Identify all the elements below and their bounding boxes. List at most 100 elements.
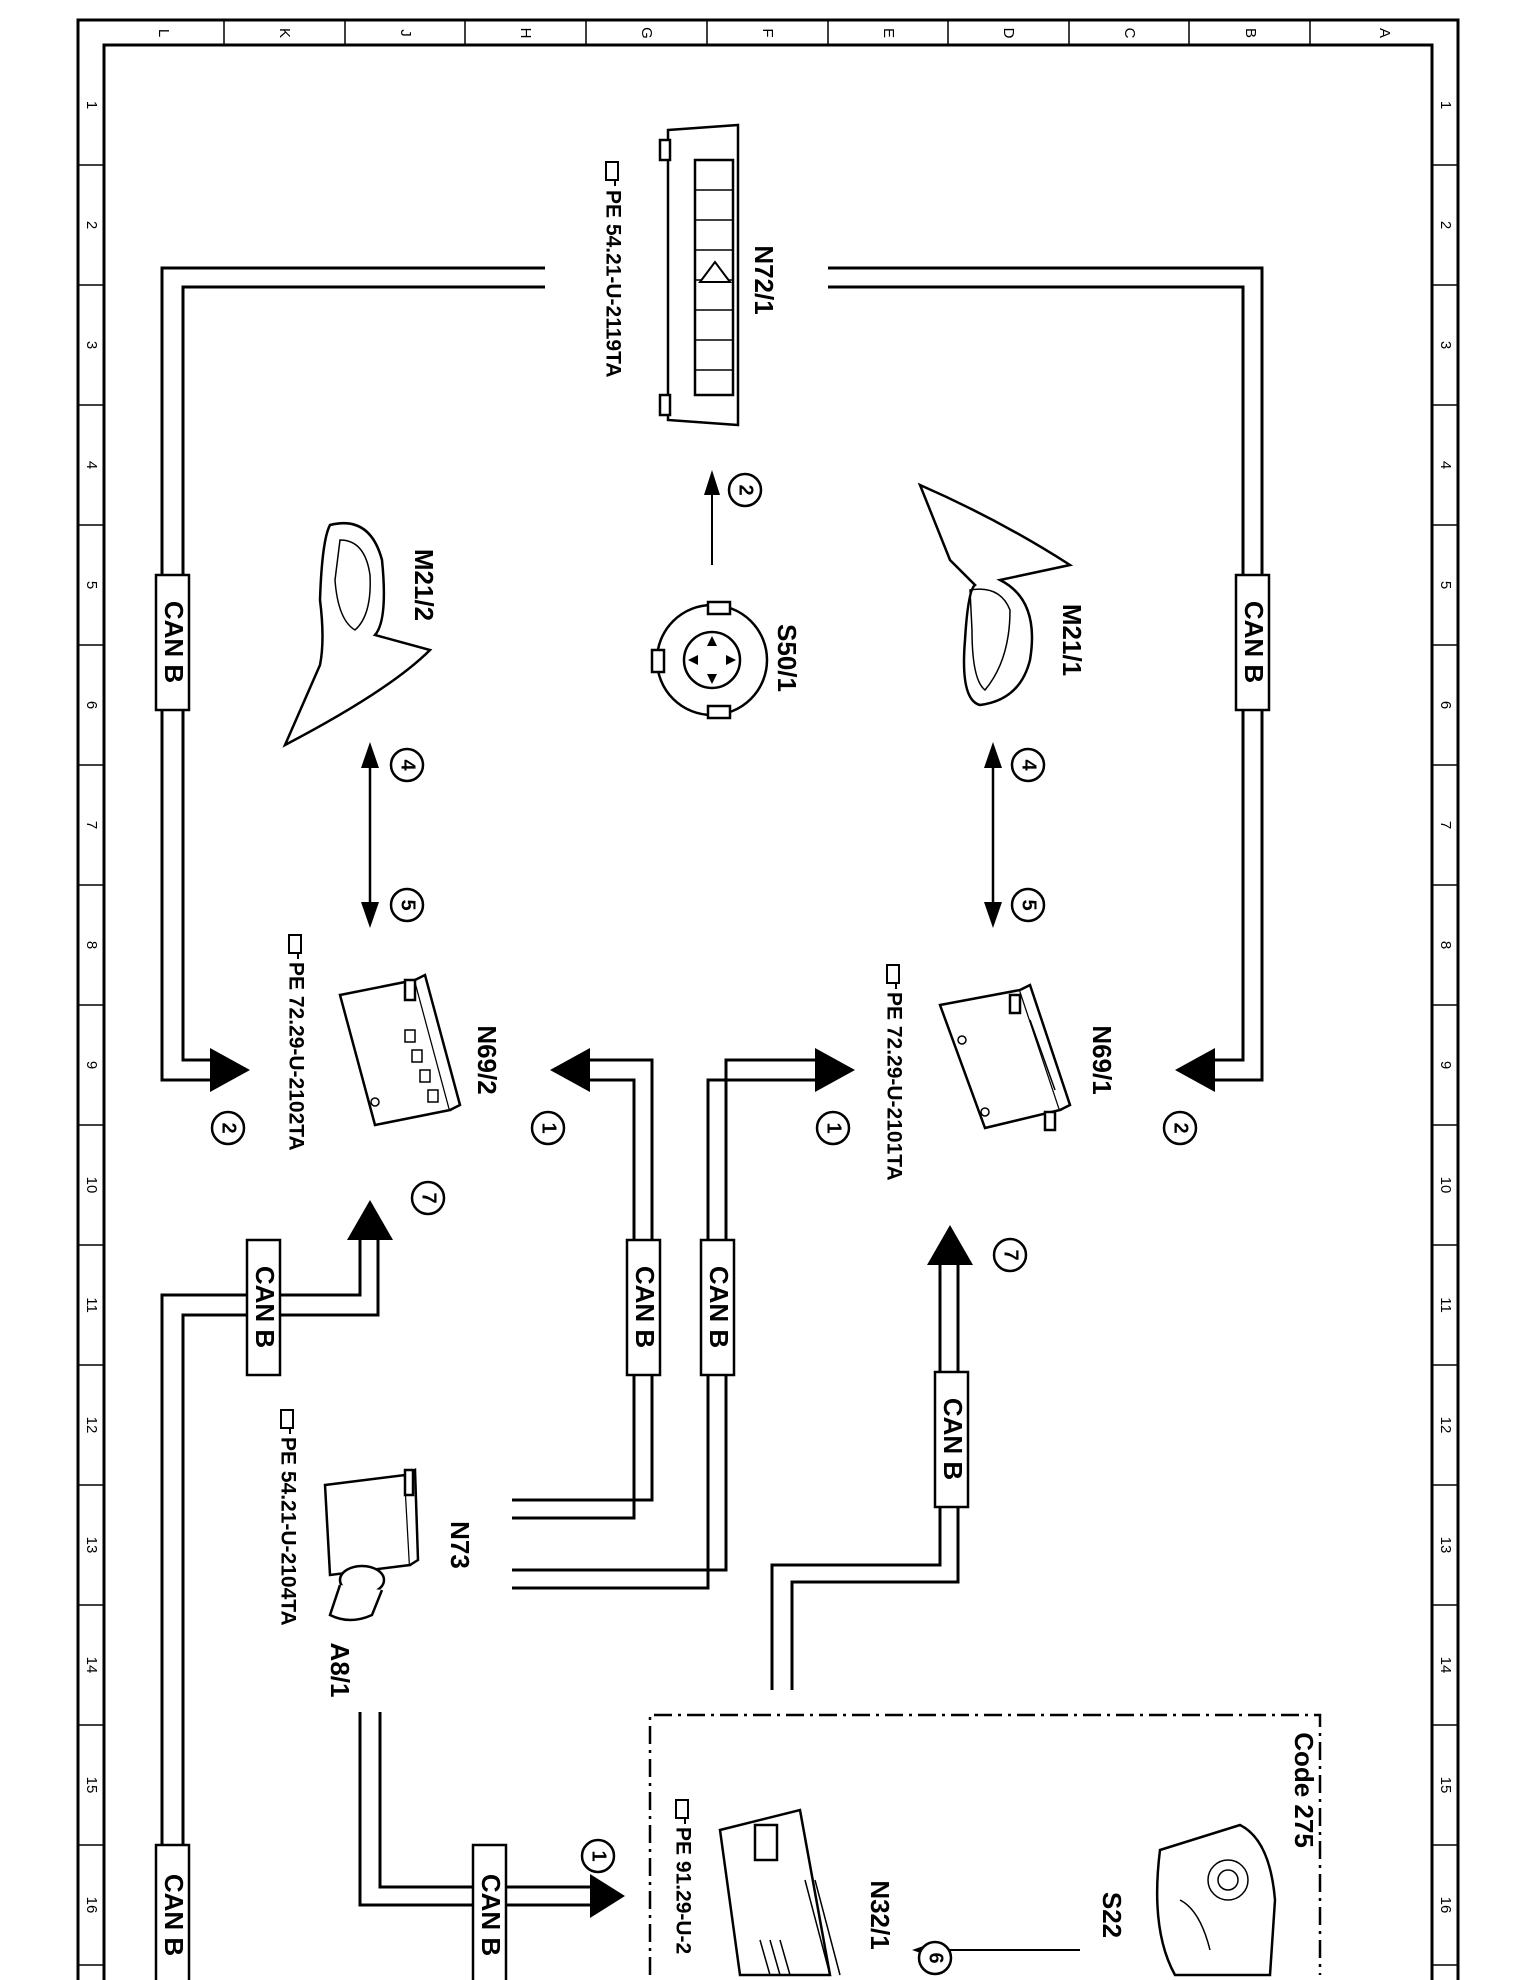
callout: 1 [530, 1110, 566, 1146]
can-label: CAN B [154, 1843, 191, 1980]
pointing-hand-icon [605, 161, 619, 186]
n69-2-module [338, 973, 462, 1127]
row-label-left: 15 [83, 1777, 100, 1794]
row-labels: 1 1 2 2 3 3 4 4 5 5 6 6 7 7 8 8 9 9 10 1… [83, 101, 1454, 1914]
ref-n69-2: PE 72.29-U-2102TA [284, 962, 307, 1151]
row-label-left: 6 [83, 701, 100, 709]
svg-text:5: 5 [1018, 899, 1040, 910]
arrow-icon [815, 1048, 855, 1092]
column-label: L [155, 29, 172, 37]
pointing-hand-icon [280, 1409, 294, 1434]
row-label-left: 1 [83, 101, 100, 109]
callout: 4 [389, 747, 425, 783]
svg-text:CAN B: CAN B [630, 1266, 660, 1348]
callout: 7 [992, 1237, 1028, 1273]
row-label-right: 7 [1437, 821, 1454, 829]
row-label-right: 12 [1437, 1417, 1454, 1434]
column-label: D [1000, 28, 1017, 39]
pointing-hand-icon [288, 934, 302, 959]
svg-text:4: 4 [397, 759, 419, 771]
row-label-left: 4 [83, 461, 100, 469]
can-label: CAN B [699, 1238, 736, 1377]
n69-1-module [938, 983, 1072, 1132]
arrowheads [210, 1048, 1215, 1918]
callout: 7 [410, 1180, 446, 1216]
svg-text:CAN B: CAN B [704, 1266, 734, 1348]
row-label-right: 14 [1437, 1657, 1454, 1674]
row-label-left: 3 [83, 341, 100, 349]
column-label: K [276, 28, 293, 38]
column-label: H [517, 28, 534, 39]
row-label-right: 6 [1437, 701, 1454, 709]
row-label-left: 10 [83, 1177, 100, 1194]
column-label: C [1121, 28, 1138, 39]
svg-text:2: 2 [218, 1122, 240, 1133]
m21-1-mirror [917, 482, 1074, 707]
svg-text:CAN B: CAN B [476, 1874, 506, 1956]
arrow-icon [927, 1225, 973, 1265]
svg-text:7: 7 [418, 1192, 440, 1203]
label-n72-1: N72/1 [749, 245, 779, 314]
signal-arrows [361, 470, 1080, 1958]
callout: 2 [1162, 1110, 1198, 1146]
svg-text:5: 5 [397, 899, 419, 910]
row-label-right: 1 [1437, 101, 1454, 109]
row-label-left: 9 [83, 1061, 100, 1069]
svg-text:CAN B: CAN B [1239, 601, 1269, 683]
column-label: E [880, 28, 897, 38]
can-label: CAN B [933, 1370, 970, 1509]
arrow-icon [210, 1048, 250, 1092]
column-label: A [1376, 28, 1393, 38]
row-label-right: 5 [1437, 581, 1454, 589]
pointing-hand-icon [675, 1799, 689, 1824]
label-code-275: Code 275 [1289, 1732, 1319, 1848]
label-m21-1: M21/1 [1057, 604, 1087, 676]
row-label-right: 4 [1437, 461, 1454, 469]
row-label-left: 2 [83, 221, 100, 229]
svg-text:CAN B: CAN B [938, 1398, 968, 1480]
label-n69-1: N69/1 [1087, 1025, 1117, 1094]
arrow-icon [590, 1874, 625, 1918]
svg-text:CAN B: CAN B [159, 1874, 189, 1956]
callout: 1 [580, 1838, 616, 1874]
row-label-right: 3 [1437, 341, 1454, 349]
ref-n72-1: PE 54.21-U-2119TA [601, 190, 624, 378]
column-label: F [759, 28, 776, 37]
callout: 2 [727, 472, 763, 508]
ref-n69-1: PE 72.29-U-2101TA [882, 992, 905, 1181]
row-label-left: 14 [83, 1657, 100, 1674]
row-label-right: 9 [1437, 1061, 1454, 1069]
svg-text:2: 2 [1170, 1122, 1192, 1133]
s22-switch [1155, 1823, 1277, 1977]
callout: 5 [389, 887, 425, 923]
callout: 6 [917, 1940, 953, 1976]
svg-text:2: 2 [735, 484, 757, 495]
s50-1-switch [650, 600, 769, 720]
label-s22: S22 [1097, 1892, 1127, 1938]
component-labels: N72/1 M21/1 M21/2 S50/1 N69/1 N69/2 N73 … [325, 245, 1319, 1949]
reference-labels: PE 54.21-U-2119TA PE 72.29-U-2101TA PE 7… [276, 161, 905, 1954]
can-label: CAN B [245, 1238, 282, 1377]
label-n69-2: N69/2 [472, 1025, 502, 1094]
code-275-box [648, 1713, 1322, 1975]
svg-text:1: 1 [538, 1122, 560, 1133]
row-label-right: 16 [1437, 1897, 1454, 1914]
row-label-right: 10 [1437, 1177, 1454, 1194]
can-label: CAN B [1234, 573, 1271, 712]
svg-text:7: 7 [1000, 1249, 1022, 1260]
warning-triangle-icon [698, 260, 732, 283]
pointing-hand-icon [886, 964, 900, 989]
column-label: G [638, 27, 655, 39]
svg-text:6: 6 [925, 1952, 947, 1963]
callout: 4 [1010, 747, 1046, 783]
svg-text:CAN B: CAN B [159, 601, 189, 683]
a8-1-switch [323, 1468, 420, 1622]
svg-text:CAN B: CAN B [250, 1266, 280, 1348]
ref-n32-1: PE 91.29-U-2 [671, 1827, 694, 1954]
row-label-left: 7 [83, 821, 100, 829]
row-label-right: 13 [1437, 1537, 1454, 1554]
row-label-left: 13 [83, 1537, 100, 1554]
inner-frame [102, 43, 1434, 1980]
row-label-left: 12 [83, 1417, 100, 1434]
can-label: CAN B [154, 573, 191, 712]
